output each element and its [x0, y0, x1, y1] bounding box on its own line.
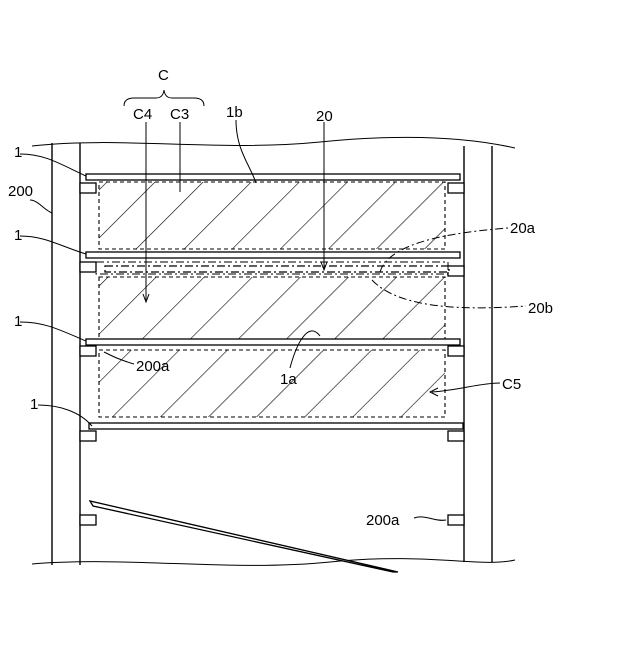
- support-bracket-right-5: [448, 515, 464, 525]
- shelf-20: [105, 266, 449, 272]
- bottom-break-line: [32, 559, 515, 566]
- shelf-2: [86, 252, 460, 258]
- label-200: 200: [8, 183, 33, 200]
- support-bracket-left-4: [80, 431, 96, 441]
- label-c4: C4: [133, 106, 152, 123]
- label-200a-top: 200a: [136, 358, 170, 375]
- support-bracket-right-1: [448, 183, 464, 193]
- label-20b: 20b: [528, 300, 553, 317]
- label-1-c: 1: [14, 313, 22, 330]
- leader-200a-bottom: [414, 517, 446, 520]
- label-200a-bottom: 200a: [366, 512, 400, 529]
- label-20: 20: [316, 108, 333, 125]
- leader-200: [30, 200, 52, 213]
- shelf-4: [89, 423, 463, 429]
- support-bracket-left-2: [80, 262, 96, 272]
- support-bracket-left-1: [80, 183, 96, 193]
- cargo-c4-hatch: [99, 277, 445, 339]
- label-c5: C5: [502, 376, 521, 393]
- support-bracket-right-4: [448, 431, 464, 441]
- label-1b: 1b: [226, 104, 243, 121]
- label-20a: 20a: [510, 220, 536, 237]
- label-1-b: 1: [14, 227, 22, 244]
- inclined-plate: [90, 501, 398, 572]
- leader-1-d: [38, 405, 92, 426]
- label-c3: C3: [170, 106, 189, 123]
- shelf-1: [86, 174, 460, 180]
- label-1-d: 1: [30, 396, 38, 413]
- label-1a: 1a: [280, 371, 297, 388]
- leader-1-c: [20, 322, 86, 341]
- support-bracket-right-2: [448, 266, 464, 276]
- leader-1-b: [20, 236, 86, 254]
- label-c: C: [158, 67, 169, 84]
- brace-c: [124, 90, 204, 106]
- support-bracket-left-5: [80, 515, 96, 525]
- support-bracket-left-3: [80, 346, 96, 356]
- support-bracket-right-3: [448, 346, 464, 356]
- leader-1-a: [20, 154, 86, 176]
- cargo-c3-hatch: [99, 182, 445, 249]
- label-1-a: 1: [14, 144, 22, 161]
- shelf-3: [86, 339, 460, 345]
- top-break-line: [32, 137, 515, 148]
